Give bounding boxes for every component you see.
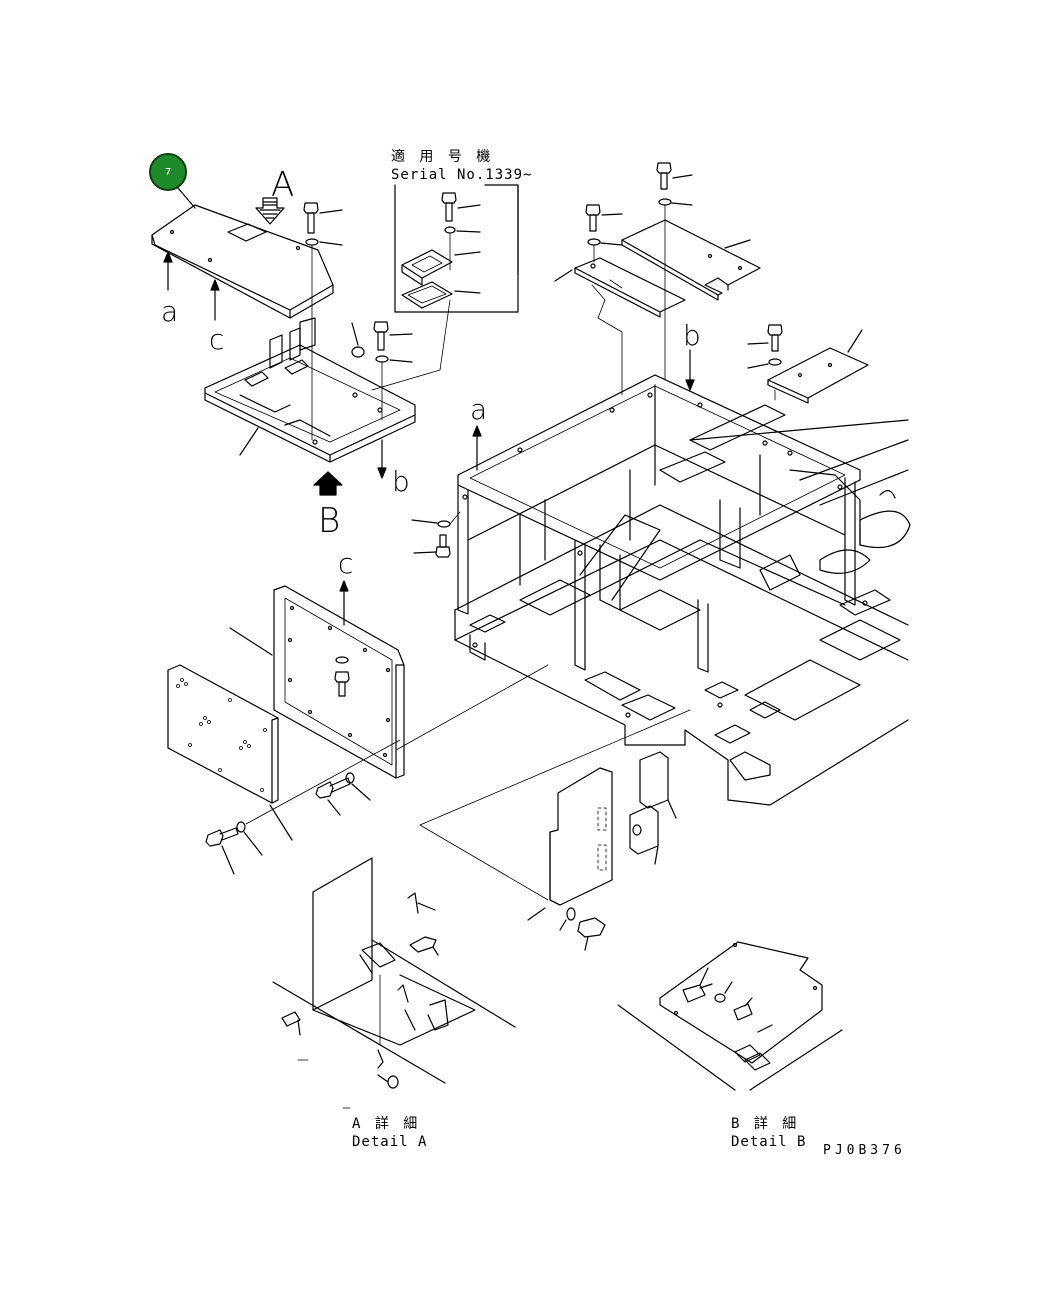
detail-a-drawing: [272, 857, 516, 1109]
serial-number-box: [371, 184, 519, 391]
serial-note-en: Serial No.1339~: [391, 167, 533, 183]
ref-arrow-a-frame: [472, 425, 482, 471]
cab-frame: [457, 374, 861, 673]
bolts-rear-panel: [205, 739, 401, 875]
ref-arrow-b-frame: [685, 349, 695, 391]
rear-panel: [229, 585, 405, 779]
bolt-frame: [373, 321, 413, 421]
bolt-frame-left: [411, 511, 461, 558]
under-cover-frame: [204, 317, 416, 463]
bolt-top-cover: [303, 202, 343, 441]
right-cover-plate: [747, 324, 869, 404]
ref-letter-a-frame: a: [470, 393, 488, 426]
item-number-badge[interactable]: 7: [149, 153, 187, 191]
serial-note-jp: 適 用 号 機: [391, 149, 494, 165]
top-plates: [554, 162, 761, 396]
ref-arrows-top-cover: [163, 251, 220, 321]
view-a-arrow: [255, 197, 285, 225]
panel-leader: [395, 664, 549, 751]
ref-letter-c-panel: c: [338, 547, 354, 580]
ref-letter-b-top: b: [683, 319, 701, 352]
ref-arrow-c-panel: [339, 580, 349, 626]
detail-a-title-en: Detail A: [352, 1134, 428, 1150]
ref-letter-b-lower: b: [392, 465, 410, 498]
side-panel-perforated: [167, 664, 293, 841]
view-b-arrow: [313, 471, 343, 496]
detail-a-title-jp: A 詳 細: [352, 1116, 421, 1132]
badge-leader-line: [177, 187, 196, 209]
item-number: 7: [164, 166, 172, 178]
grommet: [351, 322, 365, 358]
drawing-code: PJ0B376: [823, 1143, 906, 1158]
detail-b-drawing: [617, 941, 843, 1091]
detail-b-title-en: Detail B: [731, 1134, 807, 1150]
ref-letter-a-left: a: [161, 295, 179, 328]
view-b-label: B: [318, 501, 341, 541]
ref-arrow-b-down: [377, 439, 387, 479]
top-cover: [151, 204, 334, 319]
detail-b-title-jp: B 詳 細: [731, 1116, 800, 1132]
frame-base: [454, 419, 911, 806]
view-a-label: A: [271, 165, 295, 205]
side-brackets: [419, 709, 691, 951]
ref-letter-c-left: c: [209, 323, 225, 356]
